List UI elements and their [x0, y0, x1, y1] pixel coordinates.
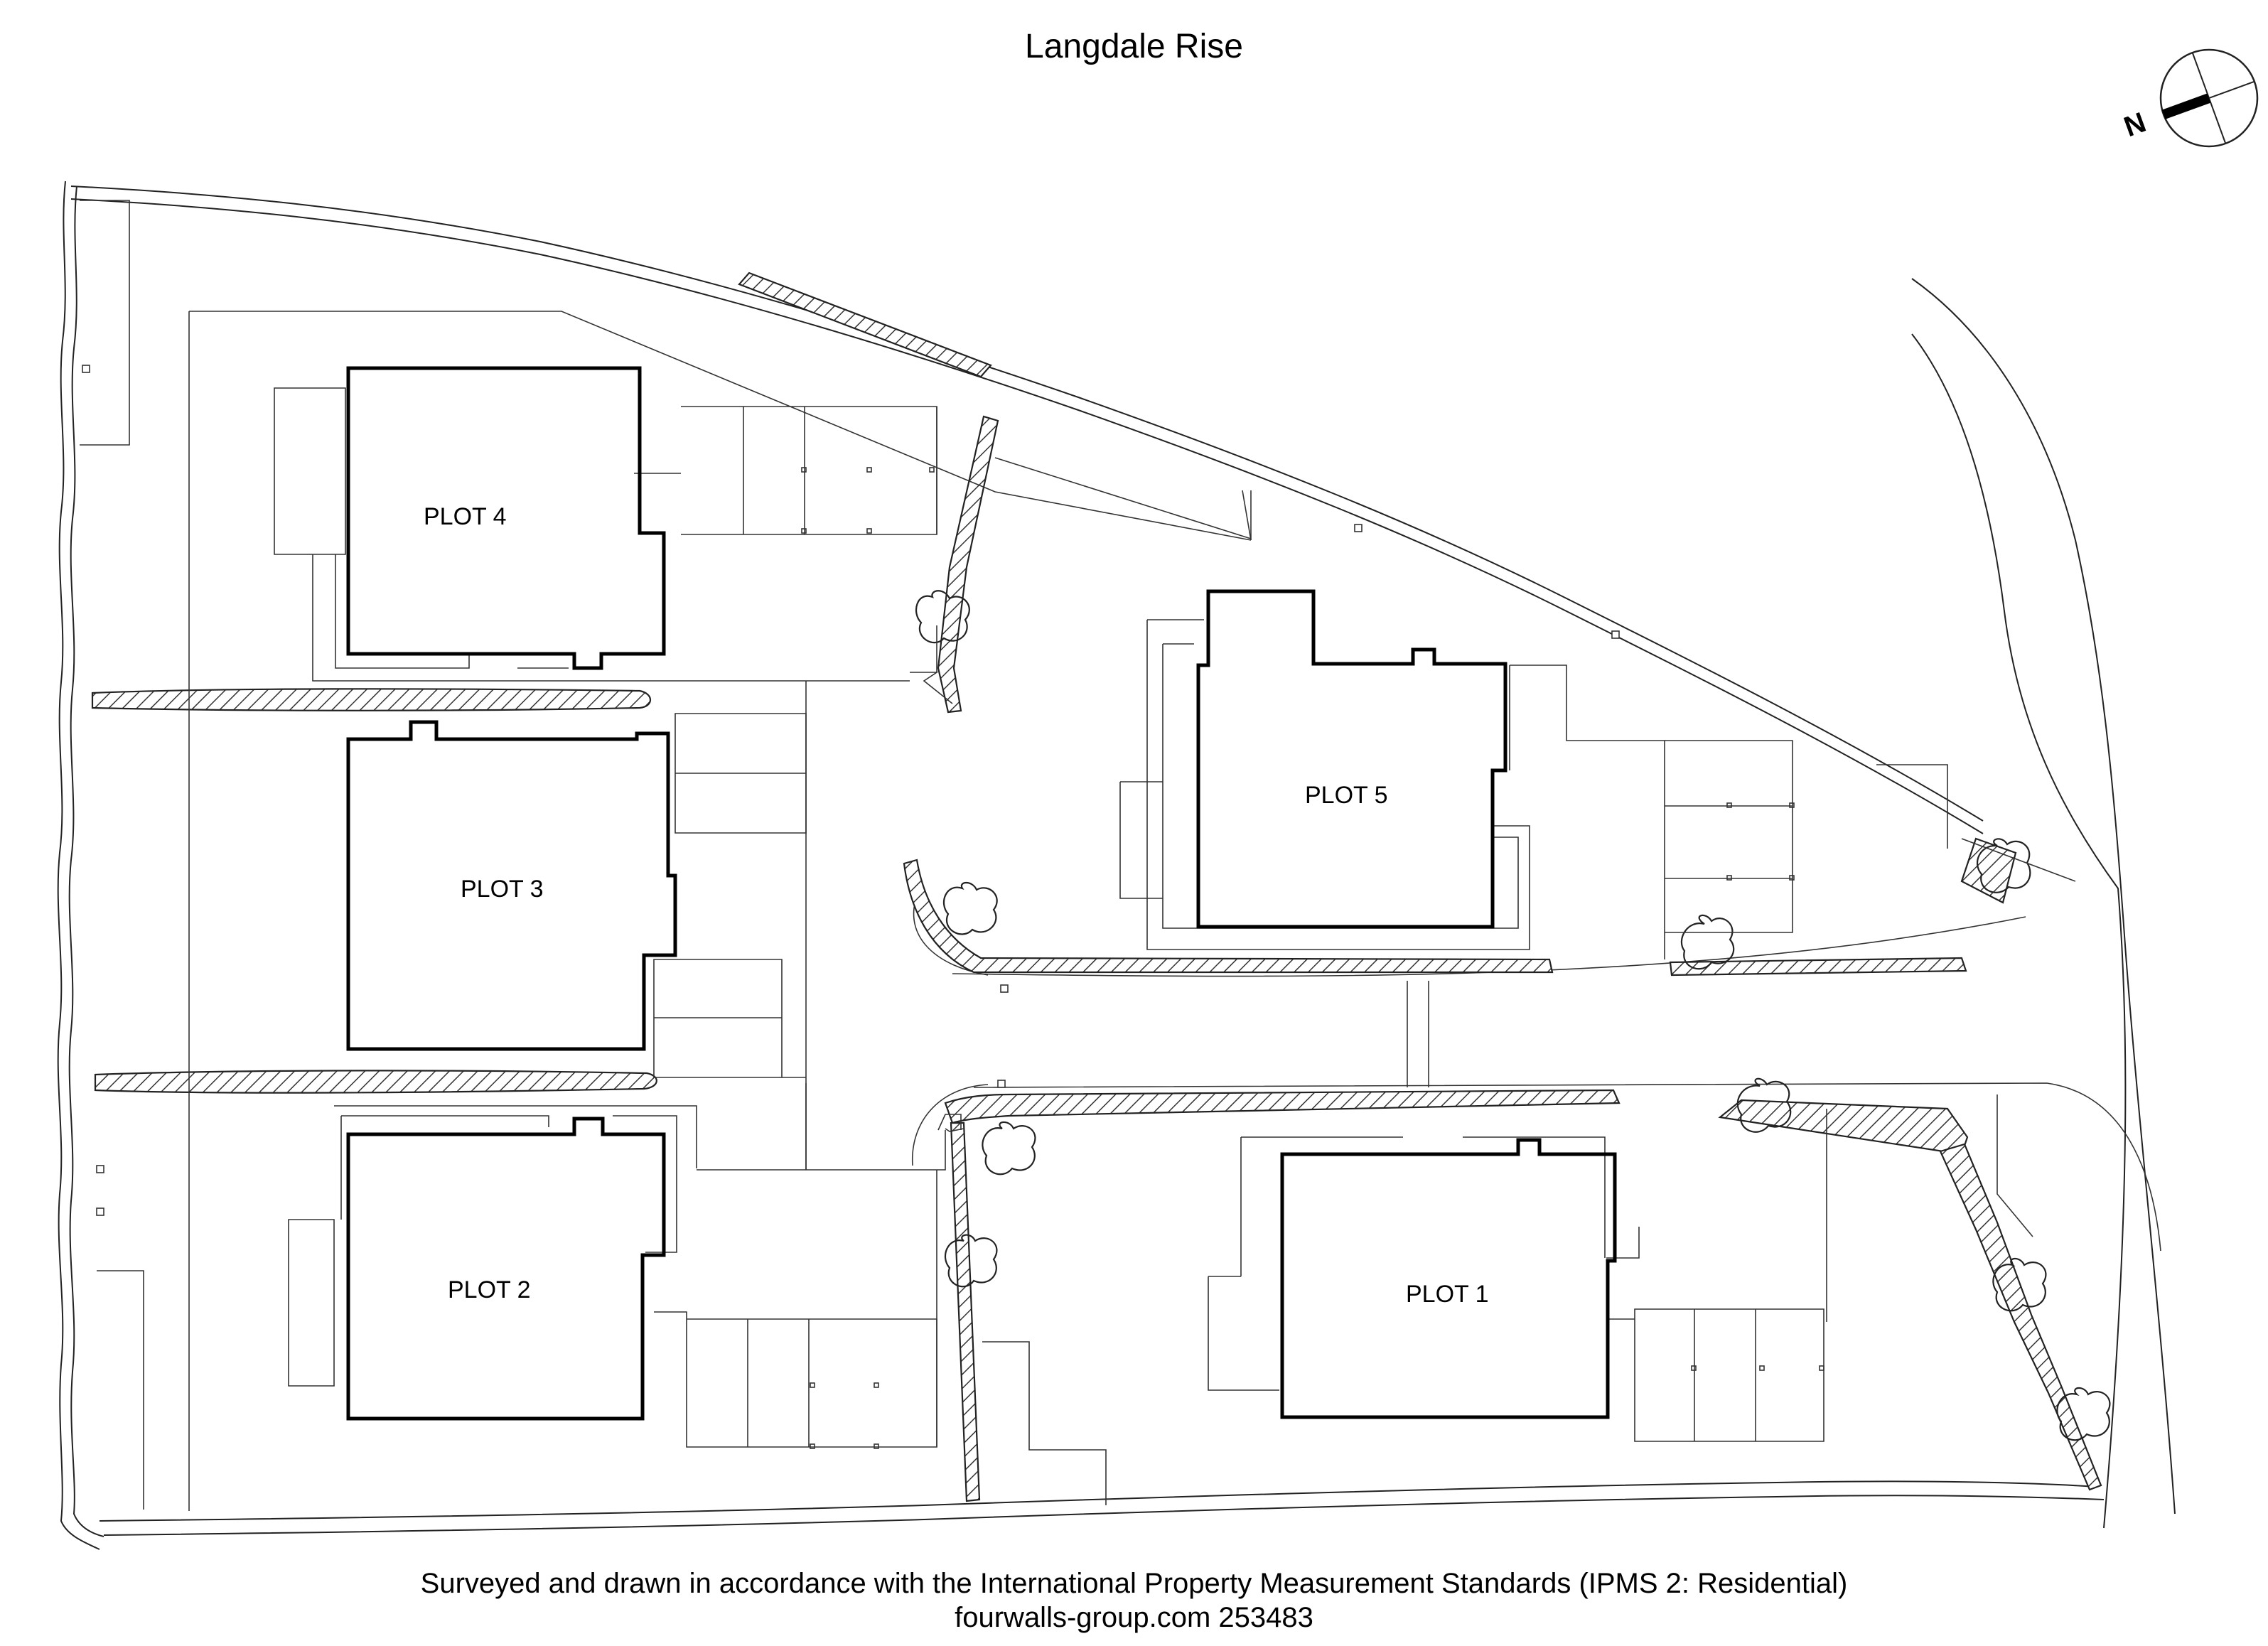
plot-label-5: PLOT 5 [1305, 782, 1388, 809]
surveyor-credit: fourwalls-group.com 253483 [955, 1602, 1313, 1633]
central-hedges [903, 415, 2102, 1502]
north-label: N [2120, 107, 2150, 143]
tree-icon [944, 1234, 998, 1288]
standards-note: Surveyed and drawn in accordance with th… [420, 1568, 1848, 1599]
tree-icon [1977, 838, 2031, 893]
site-boundary [57, 181, 2105, 1550]
building-plot-2: PLOT 2 [346, 1117, 666, 1421]
building-plot-3: PLOT 3 [346, 720, 677, 1051]
north-compass: N [2120, 48, 2259, 148]
tree-icon [1736, 1077, 1792, 1133]
north-arrow-icon [2161, 93, 2211, 119]
buildings: PLOT 4 PLOT 3 PLOT 5 PLOT 2 PLOT 1 [346, 366, 1617, 1421]
building-plot-1: PLOT 1 [1280, 1138, 1617, 1419]
plot-label-2: PLOT 2 [448, 1276, 531, 1303]
tree-icon [1992, 1257, 2047, 1312]
tree-icon [942, 881, 998, 935]
garden-hedges [91, 688, 657, 1094]
tree-icon [982, 1121, 1036, 1176]
tree-icon [1680, 914, 1735, 970]
tree-icon [2056, 1387, 2111, 1441]
plot-label-1: PLOT 1 [1406, 1281, 1489, 1308]
building-plot-5: PLOT 5 [1196, 589, 1507, 929]
plot-label-3: PLOT 3 [461, 876, 544, 903]
trees [915, 590, 2111, 1441]
access-road [912, 278, 2176, 1529]
building-plot-4: PLOT 4 [346, 366, 666, 670]
plot-label-4: PLOT 4 [424, 503, 507, 530]
site-linework [80, 200, 2076, 1511]
road-name: Langdale Rise [1025, 28, 1243, 65]
fence-posts [82, 365, 1824, 1449]
tree-icon [915, 590, 970, 644]
